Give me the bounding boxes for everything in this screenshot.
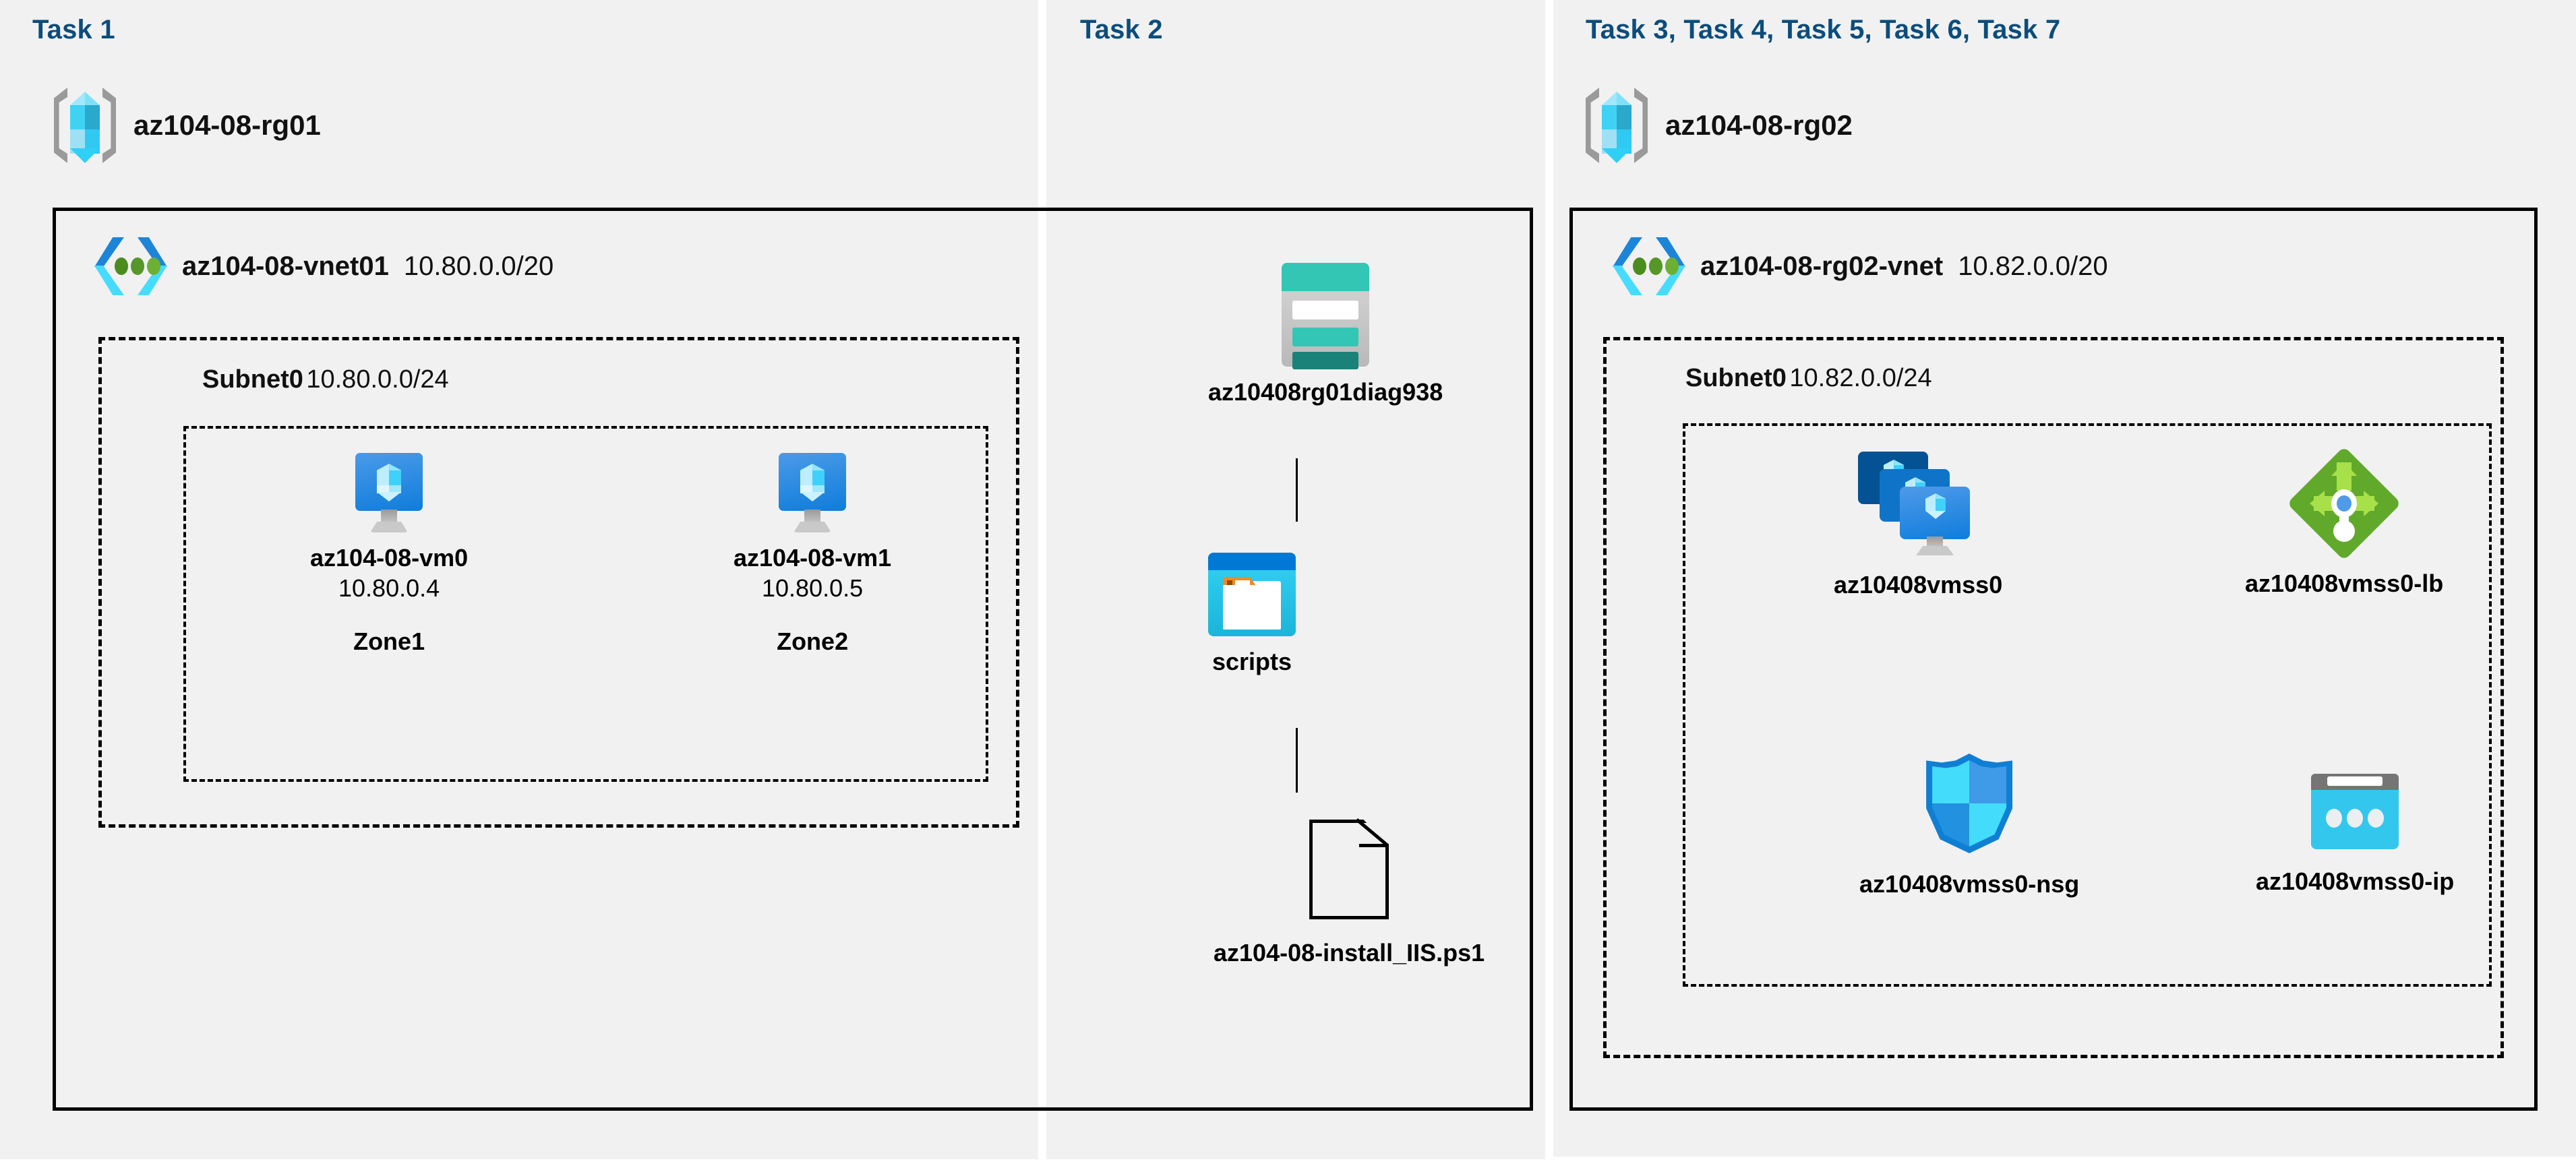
vnet01-vm-group-boundary [183, 426, 988, 782]
vnet01-header: az104-08-vnet01 10.80.0.0/20 [94, 237, 553, 295]
public-ip-address-icon [2311, 774, 2399, 849]
resource-group-icon [54, 88, 116, 163]
vmss-node[interactable]: az10408vmss0 [1834, 452, 2002, 600]
vnet02-name: az104-08-rg02-vnet [1700, 251, 1944, 281]
vnet01-subnet0-boundary [98, 337, 1019, 828]
public-ip-name: az10408vmss0-ip [2256, 867, 2455, 895]
storage-account-node[interactable]: az10408rg01diag938 [1208, 263, 1443, 407]
storage-account-icon [1282, 263, 1370, 369]
virtual-machine-icon [351, 453, 427, 532]
task3-panel [1553, 0, 2576, 1157]
file-icon [1309, 818, 1389, 919]
resource-group-rg02: az104-08-rg02 [1586, 88, 1853, 163]
script-file-node[interactable]: az104-08-install_IIS.ps1 [1214, 818, 1485, 968]
script-file-name: az104-08-install_IIS.ps1 [1214, 939, 1485, 966]
vnet01-subnet0-label: Subnet0 10.80.0.0/24 [202, 365, 449, 394]
resource-group-label: az104-08-rg01 [133, 109, 321, 141]
vnet01-boundary [53, 208, 1533, 1111]
resource-group-label: az104-08-rg02 [1665, 109, 1853, 141]
vnet02-subnet0-label: Subnet0 10.82.0.0/24 [1685, 364, 1932, 393]
vnet01-name: az104-08-vnet01 [182, 251, 389, 281]
vnet02-resource-group-boundary [1683, 423, 2492, 987]
task2-panel [1046, 0, 1545, 1159]
vm1-zone: Zone2 [777, 627, 849, 655]
resource-group-rg01: az104-08-rg01 [54, 88, 321, 163]
vnet02-header: az104-08-rg02-vnet 10.82.0.0/20 [1613, 237, 2108, 295]
nsg-name: az10408vmss0-nsg [1859, 870, 2080, 898]
subnet-cidr: 10.82.0.0/24 [1789, 364, 1932, 392]
subnet-name: Subnet0 [202, 365, 303, 394]
vm-node-vm1[interactable]: az104-08-vm1 10.80.0.5 Zone2 [733, 453, 891, 656]
virtual-network-icon [94, 237, 167, 295]
public-ip-node[interactable]: az10408vmss0-ip [2256, 774, 2454, 896]
blob-container-name: scripts [1211, 648, 1292, 675]
task1-panel [0, 0, 1038, 1159]
vnet01-cidr: 10.80.0.0/20 [403, 251, 554, 281]
network-security-group-icon [1926, 754, 2013, 853]
blob-container-node[interactable]: scripts [1208, 553, 1296, 677]
task2-title: Task 2 [1080, 15, 1163, 44]
vnet02-subnet0-boundary [1603, 337, 2504, 1058]
vmss-name: az10408vmss0 [1834, 571, 2003, 599]
vm-scale-set-icon [1858, 452, 1978, 557]
vm-node-vm0[interactable]: az104-08-vm0 10.80.0.4 Zone1 [310, 453, 468, 656]
subnet-name: Subnet0 [1685, 364, 1787, 392]
task1-title: Task 1 [32, 15, 115, 44]
load-balancer-name: az10408vmss0-lb [2245, 570, 2444, 597]
vm0-zone: Zone1 [353, 627, 425, 655]
virtual-network-icon [1613, 237, 1685, 295]
task3-title: Task 3, Task 4, Task 5, Task 6, Task 7 [1586, 15, 2061, 44]
load-balancer-node[interactable]: az10408vmss0-lb [2245, 446, 2444, 599]
blob-container-icon [1208, 553, 1296, 636]
virtual-machine-icon [775, 453, 850, 532]
load-balancer-icon [2287, 446, 2401, 561]
resource-group-icon [1586, 88, 1648, 163]
vm0-ip: 10.80.0.4 [338, 574, 440, 602]
vm1-ip: 10.80.0.5 [762, 574, 864, 602]
storage-account-name: az10408rg01diag938 [1208, 378, 1443, 406]
vnet02-cidr: 10.82.0.0/20 [1958, 251, 2108, 281]
vm1-name: az104-08-vm1 [733, 544, 892, 572]
subnet-cidr: 10.80.0.0/24 [306, 365, 449, 394]
vm0-name: az104-08-vm0 [310, 544, 469, 572]
connector-container-to-file [1296, 728, 1298, 793]
nsg-node[interactable]: az10408vmss0-nsg [1859, 754, 2079, 899]
connector-storage-to-container [1296, 458, 1298, 522]
vnet02-boundary [1569, 208, 2538, 1111]
